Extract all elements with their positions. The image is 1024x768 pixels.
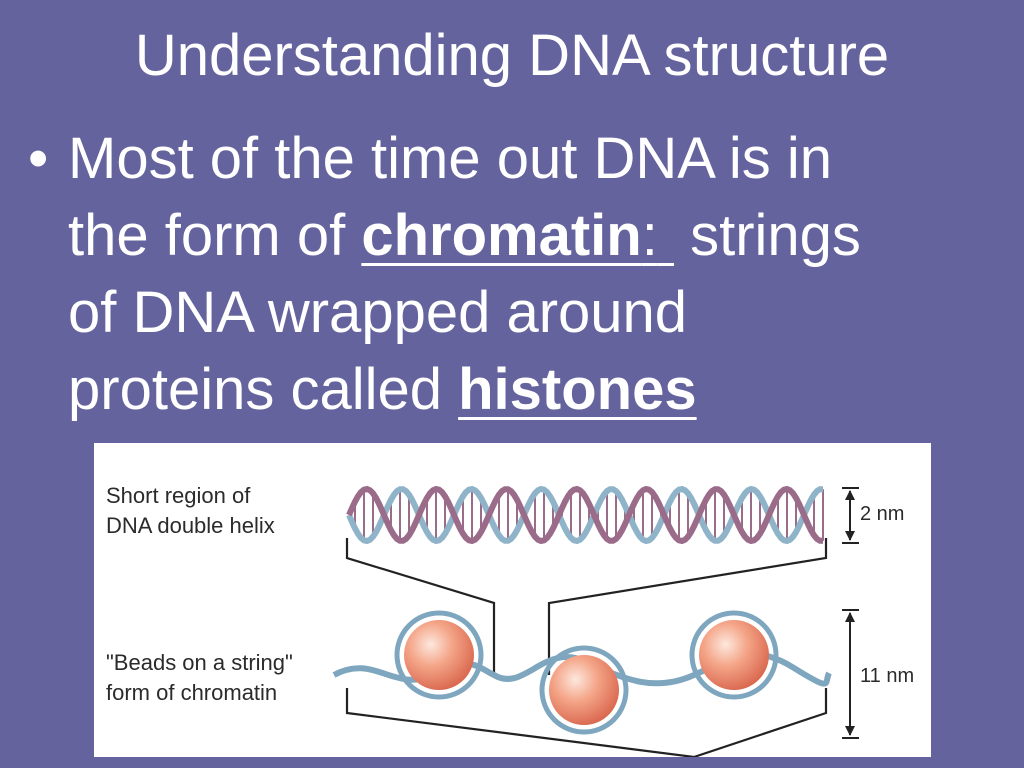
- helix-width-label: 2 nm: [860, 503, 905, 525]
- beads-on-string: [332, 610, 832, 735]
- bracket-right: [693, 688, 828, 757]
- histone-bead: [539, 645, 629, 735]
- dna-double-helix: [346, 485, 824, 545]
- histone-bead: [394, 610, 484, 700]
- term-colon: :: [641, 203, 658, 268]
- bracket-left: [345, 688, 695, 757]
- bullet-text: Most of the time out DNA is in the form …: [68, 120, 998, 428]
- bullet-symbol: •: [28, 126, 49, 191]
- bullet-line-2-end: strings: [673, 203, 861, 268]
- beads-width-label: 11 nm: [860, 665, 915, 687]
- helix-dimension-marker: [842, 487, 859, 544]
- chromatin-diagram: Short region of DNA double helix "Beads …: [94, 443, 931, 757]
- bullet-line-1: Most of the time out DNA is in: [68, 126, 832, 191]
- term-histones: histones: [458, 357, 697, 422]
- bullet-line-3: of DNA wrapped around: [68, 280, 688, 345]
- connector-lines: [345, 538, 828, 757]
- slide-title: Understanding DNA structure: [134, 23, 890, 88]
- beads-label: "Beads on a string" form of chromatin: [106, 650, 293, 705]
- bullet-line-2-start: the form of: [68, 203, 362, 268]
- dna-strand-a: [346, 485, 823, 545]
- dna-strand-b: [346, 485, 823, 545]
- diagram-graphic: [332, 485, 859, 757]
- bullet-line-4-start: proteins called: [68, 357, 459, 422]
- connector-right: [547, 538, 828, 675]
- term-chromatin: chromatin: [361, 203, 642, 268]
- helix-label: Short region of DNA double helix: [106, 483, 275, 538]
- beads-dimension-marker: [842, 609, 859, 739]
- histone-bead: [689, 610, 779, 700]
- connector-left: [345, 538, 496, 675]
